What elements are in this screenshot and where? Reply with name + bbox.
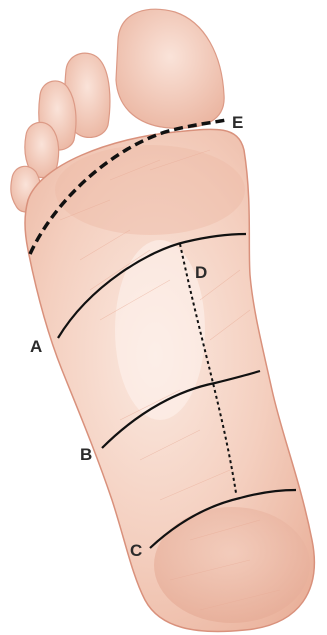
label-c: C — [130, 541, 142, 560]
label-b: B — [80, 445, 92, 464]
label-a: A — [30, 337, 42, 356]
ball-pad — [55, 145, 245, 235]
label-e: E — [232, 113, 243, 132]
heel-pad — [154, 507, 310, 623]
big-toe — [116, 9, 224, 128]
label-d: D — [195, 263, 207, 282]
